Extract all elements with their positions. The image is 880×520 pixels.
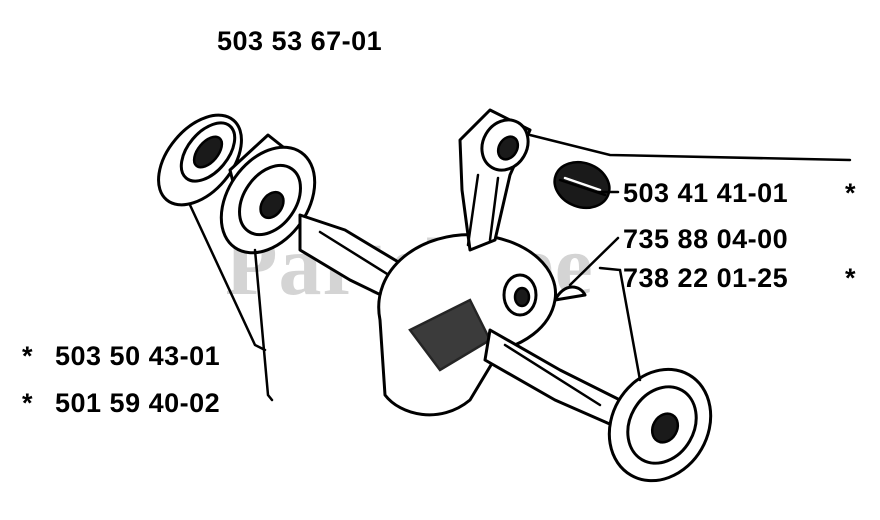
part-star: * xyxy=(22,388,33,418)
key-drawing[interactable] xyxy=(553,285,587,302)
left-bearing-drawing[interactable] xyxy=(202,130,334,271)
leader-lines xyxy=(188,133,852,402)
leader-right-bearing xyxy=(598,266,642,382)
part-number-key[interactable]: 735 88 04-00 xyxy=(623,224,789,254)
part-number-seal[interactable]: 503 50 43-01 xyxy=(55,341,221,371)
leader-seal xyxy=(188,203,267,352)
part-star: * xyxy=(22,341,33,371)
crank-web-drawing[interactable] xyxy=(377,233,558,417)
part-number-right-bearing[interactable]: 738 22 01-25 xyxy=(623,263,789,293)
part-number-left-bearing[interactable]: 501 59 40-02 xyxy=(55,388,221,418)
assembly-part-number[interactable]: 503 53 67-01 xyxy=(217,26,383,56)
right-bearing-drawing[interactable] xyxy=(589,351,730,499)
leader-left-bearing xyxy=(253,248,274,402)
leader-assembly xyxy=(528,133,852,162)
seal-drawing[interactable] xyxy=(142,100,258,221)
part-star: * xyxy=(845,178,856,208)
part-number-needle-bearing[interactable]: 503 41 41-01 xyxy=(623,178,789,208)
needle-bearing-drawing[interactable] xyxy=(548,155,616,215)
leader-key xyxy=(568,236,620,287)
right-shaft-drawing[interactable] xyxy=(483,328,622,427)
connecting-rod-drawing[interactable] xyxy=(458,108,537,252)
part-star: * xyxy=(845,263,856,293)
